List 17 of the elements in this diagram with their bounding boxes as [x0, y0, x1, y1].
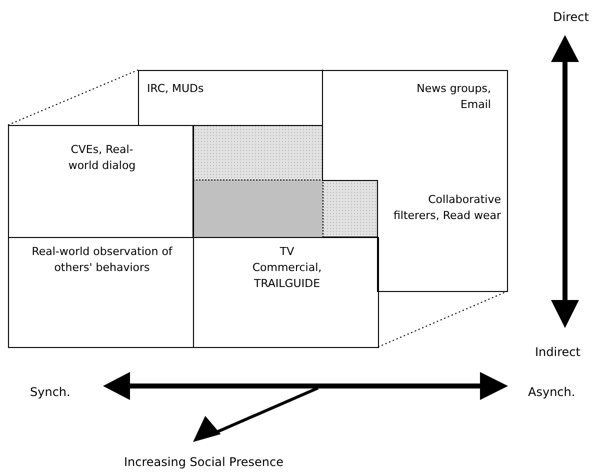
- axis-label: Asynch.: [528, 385, 576, 400]
- grid-cell: [8, 125, 194, 238]
- cell-text: IRC, MUDs: [147, 81, 204, 97]
- cell-text: Collaborative filterers, Read wear: [392, 192, 501, 224]
- grid-cell: [193, 237, 379, 348]
- grid-cell: [138, 70, 324, 126]
- cell-text: Real-world observation of others' behaviors: [30, 244, 174, 276]
- grid-cell: [8, 237, 194, 348]
- cell-text: News groups, Email: [416, 81, 491, 113]
- axis-label: Indirect: [535, 345, 580, 360]
- axis-label: Increasing Social Presence: [124, 455, 284, 470]
- cell-text: TV Commercial, TRAILGUIDE: [251, 244, 323, 292]
- axis-label: Synch.: [30, 385, 70, 400]
- cell-text: CVEs, Real-world dialog: [67, 142, 137, 174]
- axis-label: Direct: [553, 10, 589, 25]
- grid-cell: [322, 70, 508, 181]
- grid-cell: [377, 180, 508, 292]
